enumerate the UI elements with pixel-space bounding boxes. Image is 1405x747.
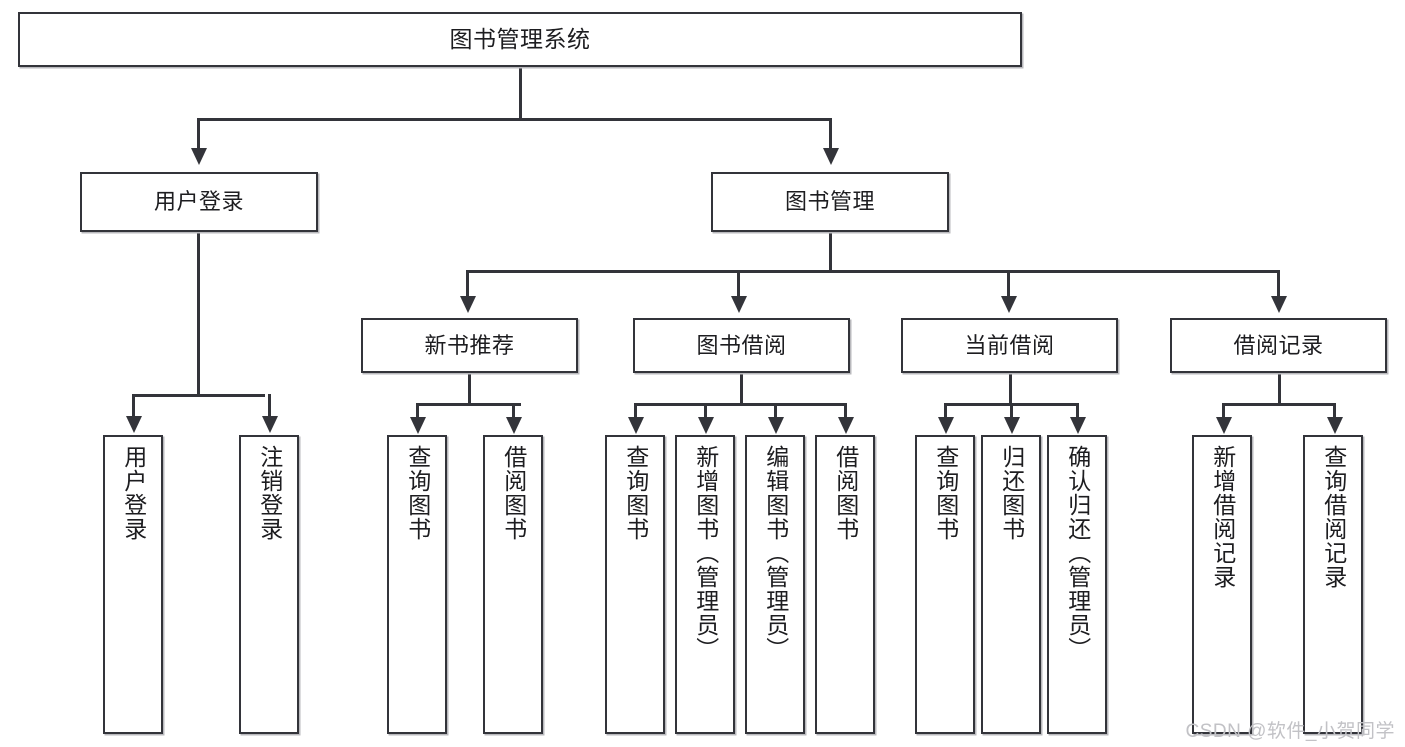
leaf-newbook-query-book[interactable]: 查询图书 (387, 435, 447, 734)
connector-records-to-leaf2 (1333, 403, 1336, 417)
arrow-root-to-bookmgmt (822, 148, 839, 165)
node-label: 借阅图书 (500, 445, 527, 541)
connector-login-to-leaf2 (268, 394, 271, 416)
node-label: 图书管理系统 (449, 26, 591, 53)
connector-records-to-leaf1 (1222, 403, 1225, 417)
connector-borrow-to-leaf2 (704, 403, 707, 417)
node-label: 归还图书 (998, 445, 1025, 541)
connector-current-stem (1009, 373, 1012, 405)
arrow-records-to-leaf1 (1215, 417, 1232, 434)
arrow-bookmgmt-to-l2-0 (459, 296, 476, 313)
leaf-current-confirm-return[interactable]: 确认归还（管理员） (1047, 435, 1107, 734)
connector-borrow-stem (740, 373, 743, 405)
connector-root-bar (197, 118, 832, 121)
connector-borrow-bar (634, 403, 847, 406)
leaf-records-add-record[interactable]: 新增借阅记录 (1192, 435, 1252, 734)
arrow-borrow-to-leaf4 (837, 417, 854, 434)
node-label: 编辑图书（管理员） (762, 445, 789, 661)
node-user-login[interactable]: 用户登录 (80, 172, 318, 232)
leaf-user-login[interactable]: 用户登录 (103, 435, 163, 734)
connector-borrow-to-leaf4 (844, 403, 847, 417)
leaf-current-query-book[interactable]: 查询图书 (915, 435, 975, 734)
node-label: 查询借阅记录 (1320, 445, 1347, 589)
arrow-current-to-leaf1 (937, 417, 954, 434)
connector-borrow-to-leaf3 (774, 403, 777, 417)
arrow-borrow-to-leaf1 (627, 417, 644, 434)
leaf-current-return-book[interactable]: 归还图书 (981, 435, 1041, 734)
leaf-logout[interactable]: 注销登录 (239, 435, 299, 734)
connector-login-stem (197, 232, 200, 396)
node-root-system[interactable]: 图书管理系统 (18, 12, 1022, 67)
connector-bookmgmt-bar (466, 270, 1278, 273)
arrow-newbook-to-leaf1 (409, 417, 426, 434)
watermark-text: CSDN @软件_小贺同学 (1185, 721, 1395, 742)
connector-login-bar (132, 394, 265, 397)
leaf-borrow-borrow-book[interactable]: 借阅图书 (815, 435, 875, 734)
connector-bookmgmt-to-l2-0 (466, 270, 469, 296)
connector-bookmgmt-to-l2-3 (1277, 270, 1280, 296)
arrow-current-to-leaf3 (1069, 417, 1086, 434)
arrow-bookmgmt-to-l2-1 (730, 296, 747, 313)
connector-borrow-to-leaf1 (634, 403, 637, 417)
node-label: 图书管理 (784, 189, 875, 215)
arrow-login-to-leaf1 (125, 416, 142, 433)
node-label: 新增图书（管理员） (692, 445, 719, 661)
leaf-borrow-add-book[interactable]: 新增图书（管理员） (675, 435, 735, 734)
node-label: 查询图书 (622, 445, 649, 541)
arrow-newbook-to-leaf2 (505, 417, 522, 434)
arrow-borrow-to-leaf2 (697, 417, 714, 434)
arrow-current-to-leaf2 (1003, 417, 1020, 434)
arrow-borrow-to-leaf3 (767, 417, 784, 434)
connector-current-to-leaf1 (944, 403, 947, 417)
node-label: 当前借阅 (964, 332, 1055, 358)
connector-current-to-leaf3 (1076, 403, 1079, 417)
connector-newbook-to-leaf1 (416, 403, 419, 417)
arrow-root-to-login (190, 148, 207, 165)
connector-bookmgmt-to-l2-2 (1007, 270, 1010, 296)
node-label: 查询图书 (404, 445, 431, 541)
connector-login-to-leaf1 (132, 394, 135, 416)
node-label: 用户登录 (120, 445, 147, 541)
node-label: 确认归还（管理员） (1064, 445, 1091, 661)
connector-newbook-stem (468, 373, 471, 405)
leaf-borrow-query-book[interactable]: 查询图书 (605, 435, 665, 734)
node-label: 查询图书 (932, 445, 959, 541)
connector-root-stem (518, 67, 522, 119)
connector-current-to-leaf2 (1010, 403, 1013, 417)
leaf-newbook-borrow-book[interactable]: 借阅图书 (483, 435, 543, 734)
connector-bookmgmt-to-l2-1 (737, 270, 740, 296)
arrow-bookmgmt-to-l2-3 (1270, 296, 1287, 313)
node-book-borrow[interactable]: 图书借阅 (633, 318, 850, 373)
connector-newbook-to-leaf2 (512, 403, 515, 417)
node-borrow-records[interactable]: 借阅记录 (1170, 318, 1387, 373)
node-label: 新书推荐 (424, 332, 515, 358)
leaf-records-query-record[interactable]: 查询借阅记录 (1303, 435, 1363, 734)
node-label: 图书借阅 (696, 332, 787, 358)
arrow-login-to-leaf2 (261, 416, 278, 433)
connector-newbook-bar (416, 403, 521, 406)
connector-root-to-login (197, 118, 200, 148)
arrow-bookmgmt-to-l2-2 (1000, 296, 1017, 313)
connector-records-bar (1222, 403, 1336, 406)
connector-root-to-bookmgmt (829, 118, 832, 148)
connector-bookmgmt-stem (829, 232, 832, 272)
node-new-book-recommend[interactable]: 新书推荐 (361, 318, 578, 373)
node-current-borrow[interactable]: 当前借阅 (901, 318, 1118, 373)
leaf-borrow-edit-book[interactable]: 编辑图书（管理员） (745, 435, 805, 734)
node-label: 用户登录 (153, 189, 244, 215)
node-book-management[interactable]: 图书管理 (711, 172, 949, 232)
node-label: 新增借阅记录 (1209, 445, 1236, 589)
arrow-records-to-leaf2 (1326, 417, 1343, 434)
node-label: 注销登录 (256, 445, 283, 541)
node-label: 借阅图书 (832, 445, 859, 541)
node-label: 借阅记录 (1233, 332, 1324, 358)
connector-records-stem (1278, 373, 1281, 405)
